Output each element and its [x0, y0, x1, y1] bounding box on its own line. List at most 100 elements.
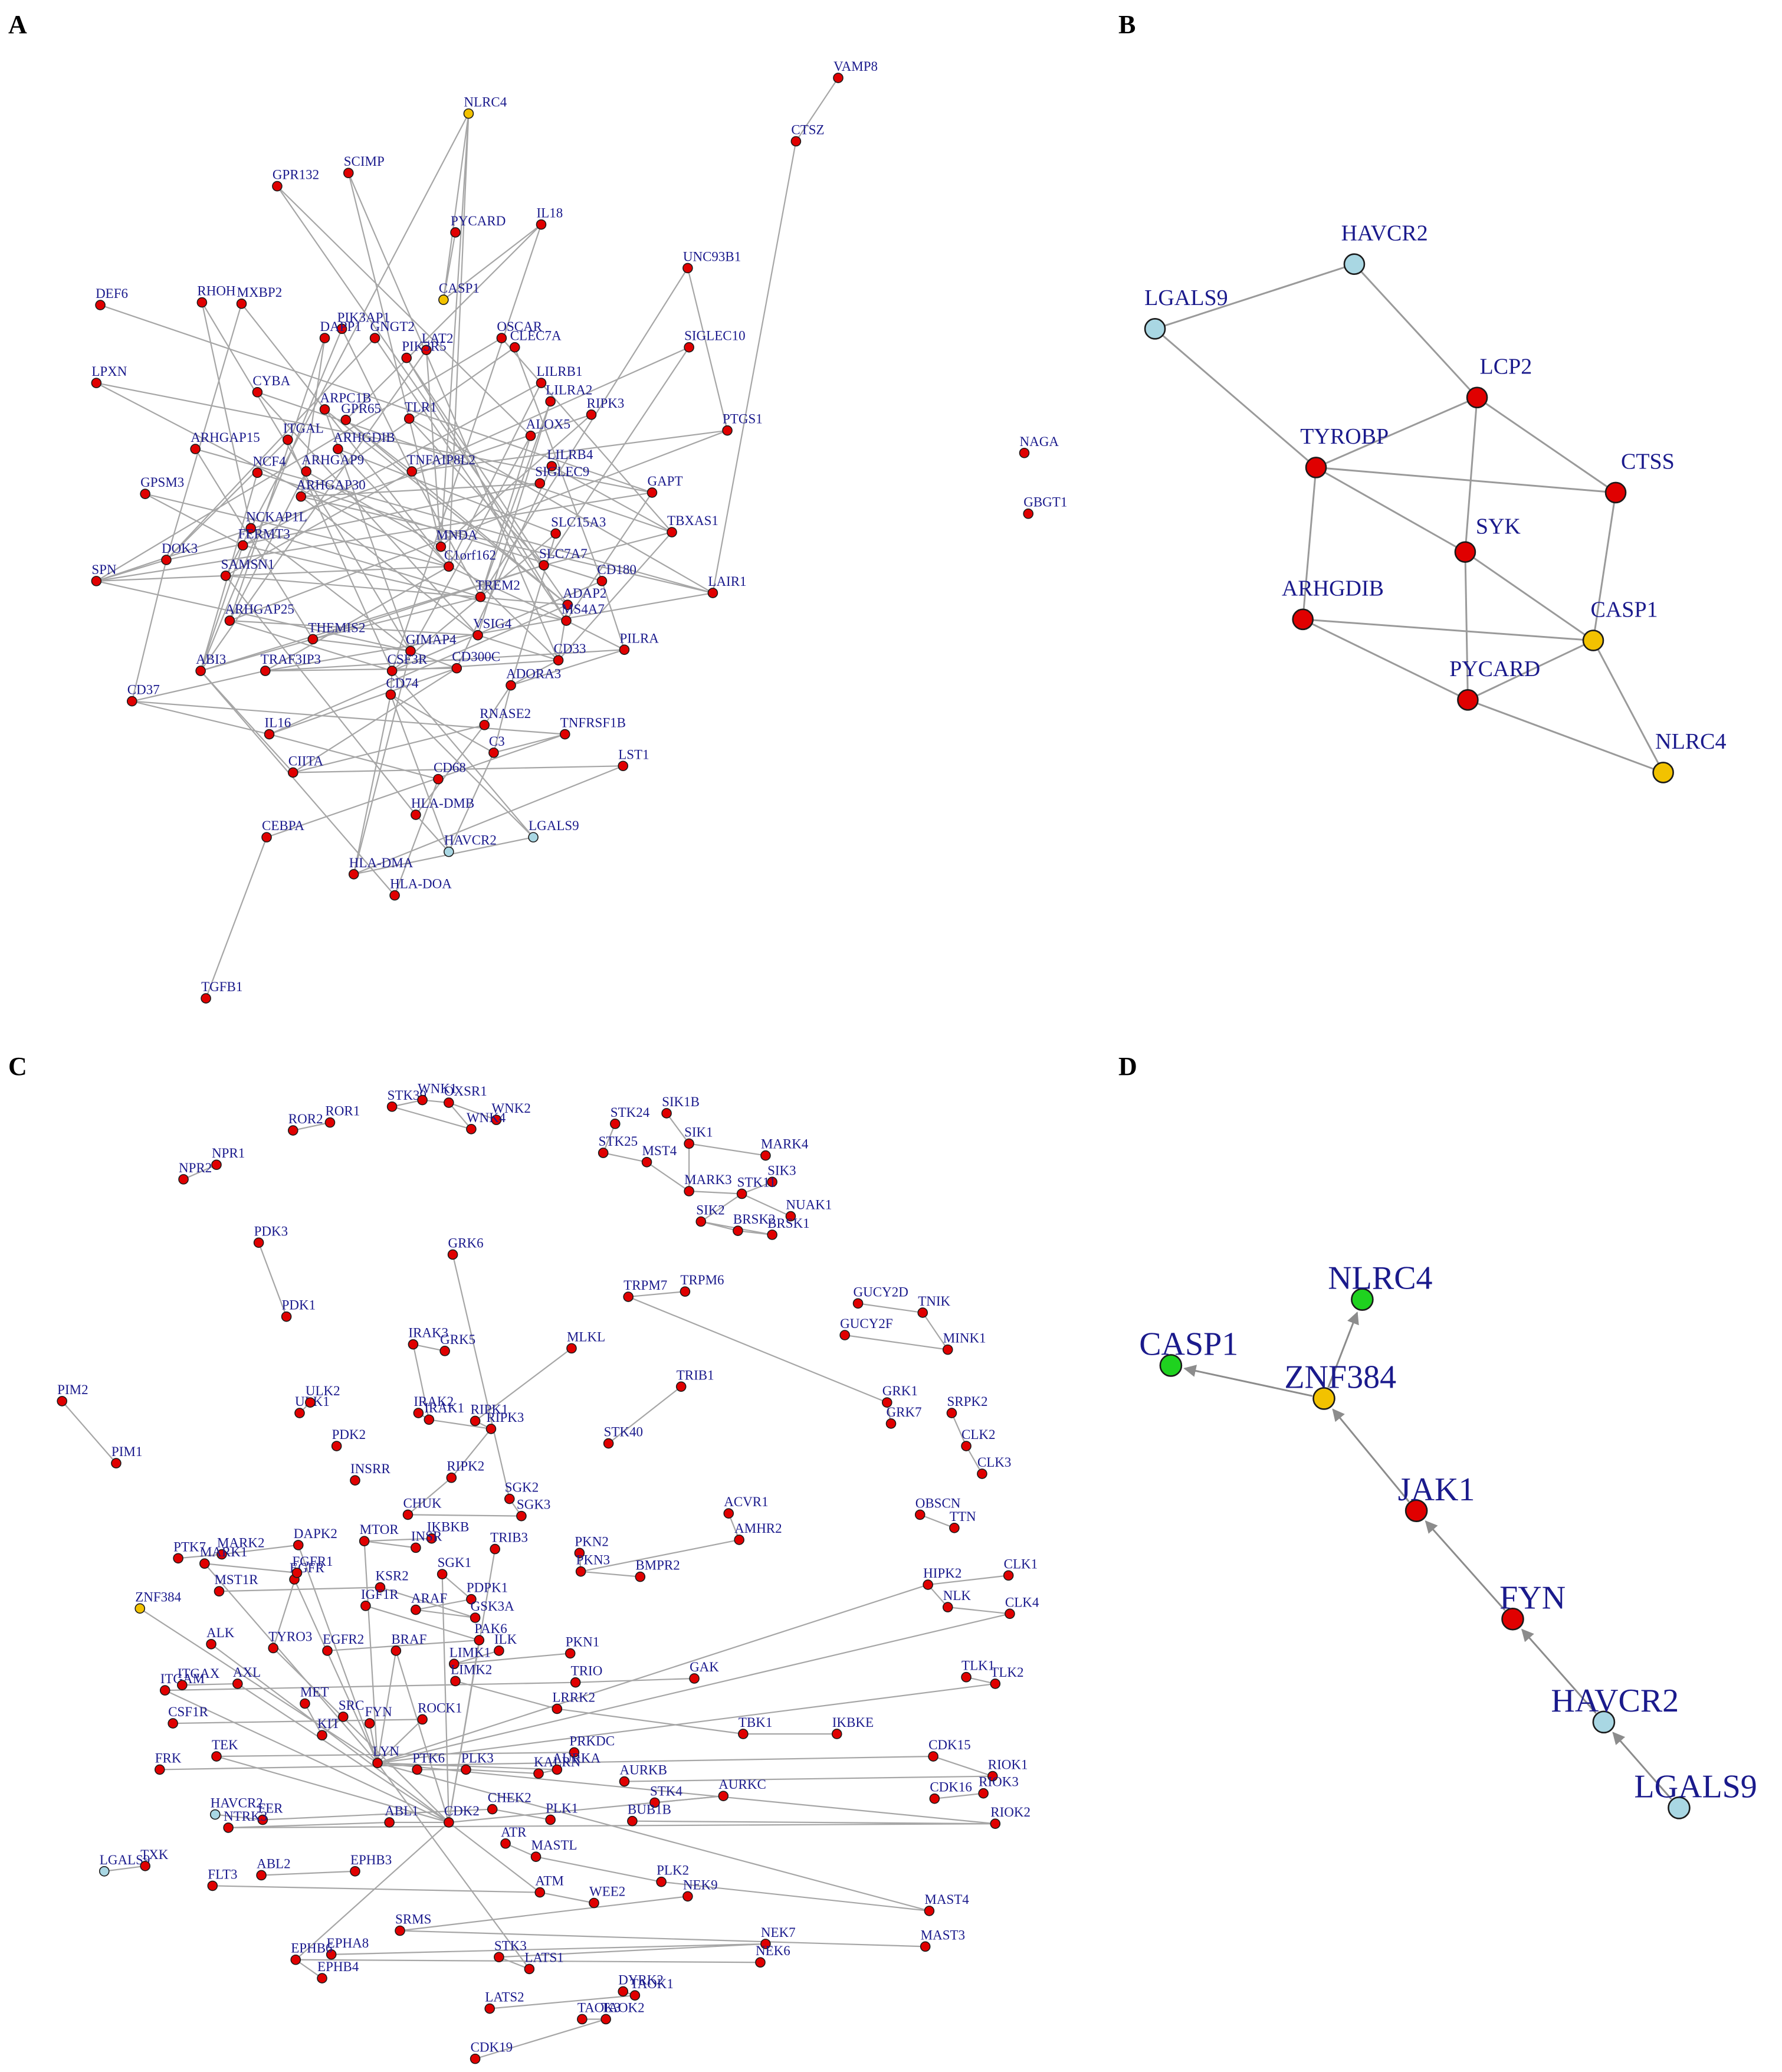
- node-havcr2[interactable]: HAVCR2: [209, 1796, 263, 1820]
- node-arhgap25[interactable]: ARHGAP25: [224, 602, 294, 626]
- node-ctsz[interactable]: CTSZ: [790, 123, 825, 147]
- node-pdk2[interactable]: PDK2: [331, 1427, 366, 1451]
- node-kit[interactable]: KIT: [317, 1716, 340, 1741]
- node-lats2[interactable]: LATS2: [484, 1990, 524, 2014]
- node-tyrobp[interactable]: TYROBP: [1300, 424, 1389, 478]
- node-bub1b[interactable]: BUB1B: [627, 1802, 671, 1827]
- node-ms4a7[interactable]: MS4A7: [561, 602, 605, 626]
- node-cdk19[interactable]: CDK19: [470, 2040, 513, 2064]
- node-gsk3a[interactable]: GSK3A: [470, 1599, 515, 1623]
- node-lgals9[interactable]: LGALS9: [1144, 286, 1228, 340]
- node-riok2[interactable]: RIOK2: [990, 1805, 1031, 1829]
- node-naga[interactable]: NAGA: [1019, 434, 1059, 458]
- node-havcr2[interactable]: HAVCR2: [444, 833, 497, 857]
- node-gapt[interactable]: GAPT: [646, 474, 683, 498]
- node-tlk2[interactable]: TLK2: [990, 1665, 1024, 1689]
- node-cd33[interactable]: CD33: [553, 641, 586, 665]
- node-znf384[interactable]: ZNF384: [134, 1589, 182, 1614]
- node-trem2[interactable]: TREM2: [475, 578, 520, 602]
- node-lrrk2[interactable]: LRRK2: [552, 1690, 595, 1714]
- node-casp1[interactable]: CASP1: [1582, 597, 1658, 651]
- node-themis2[interactable]: THEMIS2: [307, 620, 365, 645]
- node-grk5[interactable]: GRK5: [439, 1332, 475, 1356]
- node-igf1r[interactable]: IGF1R: [360, 1587, 399, 1611]
- node-lpxn[interactable]: LPXN: [91, 364, 127, 388]
- node-rock1[interactable]: ROCK1: [417, 1700, 462, 1725]
- node-grk7[interactable]: GRK7: [885, 1405, 922, 1429]
- node-mast4[interactable]: MAST4: [924, 1892, 969, 1916]
- node-hla-doa[interactable]: HLA-DOA: [389, 877, 452, 901]
- node-pim2[interactable]: PIM2: [57, 1382, 88, 1407]
- node-riok1[interactable]: RIOK1: [987, 1758, 1028, 1782]
- node-aurkc[interactable]: AURKC: [718, 1777, 766, 1801]
- node-znf384[interactable]: ZNF384: [1284, 1359, 1396, 1410]
- node-lilra2[interactable]: LILRA2: [545, 382, 592, 407]
- node-ror1[interactable]: ROR1: [324, 1104, 360, 1128]
- node-itgal[interactable]: ITGAL: [283, 421, 324, 445]
- node-mark2[interactable]: MARK2: [216, 1536, 265, 1560]
- node-il18[interactable]: IL18: [536, 206, 563, 230]
- node-cd74[interactable]: CD74: [385, 676, 419, 700]
- node-ikbkb[interactable]: IKBKB: [426, 1520, 470, 1544]
- node-nlrc4[interactable]: NLRC4: [1652, 729, 1727, 783]
- node-prkdc[interactable]: PRKDC: [569, 1733, 615, 1758]
- node-ttn[interactable]: TTN: [949, 1509, 976, 1533]
- node-trib3[interactable]: TRIB3: [490, 1530, 528, 1555]
- node-hla-dmb[interactable]: HLA-DMB: [411, 796, 474, 820]
- node-atr[interactable]: ATR: [500, 1825, 527, 1849]
- node-ephb3[interactable]: EPHB3: [350, 1853, 392, 1877]
- node-ripk2[interactable]: RIPK2: [446, 1459, 484, 1483]
- node-stk40[interactable]: STK40: [603, 1425, 643, 1449]
- node-fgfr1[interactable]: FGFR1: [291, 1554, 333, 1578]
- node-brsk1[interactable]: BRSK1: [767, 1216, 810, 1240]
- node-mastl[interactable]: MASTL: [530, 1838, 577, 1862]
- node-braf[interactable]: BRAF: [390, 1632, 426, 1656]
- node-alk[interactable]: ALK: [206, 1625, 235, 1650]
- node-gpr65[interactable]: GPR65: [340, 401, 381, 425]
- node-ulk2[interactable]: ULK2: [305, 1383, 340, 1408]
- node-plk3[interactable]: PLK3: [461, 1750, 494, 1775]
- node-traf3ip3[interactable]: TRAF3IP3: [260, 652, 321, 676]
- node-tnfrsf1b[interactable]: TNFRSF1B: [559, 716, 626, 740]
- node-dok3[interactable]: DOK3: [161, 541, 198, 565]
- node-abl2[interactable]: ABL2: [256, 1856, 291, 1881]
- node-met[interactable]: MET: [300, 1684, 329, 1709]
- node-mtor[interactable]: MTOR: [359, 1522, 399, 1546]
- node-havcr2[interactable]: HAVCR2: [1551, 1683, 1679, 1734]
- node-chuk[interactable]: CHUK: [402, 1496, 442, 1520]
- node-ctss[interactable]: CTSS: [1604, 450, 1675, 504]
- node-stk25[interactable]: STK25: [598, 1134, 638, 1158]
- node-clk4[interactable]: CLK4: [1005, 1595, 1039, 1619]
- node-nek9[interactable]: NEK9: [682, 1877, 718, 1902]
- node-gpsm3[interactable]: GPSM3: [140, 475, 184, 499]
- node-tbxas1[interactable]: TBXAS1: [667, 513, 718, 537]
- node-mst1r[interactable]: MST1R: [214, 1572, 258, 1597]
- node-pim1[interactable]: PIM1: [111, 1444, 142, 1468]
- node-wee2[interactable]: WEE2: [589, 1884, 625, 1909]
- node-mink1[interactable]: MINK1: [942, 1331, 986, 1355]
- node-arhgdib[interactable]: ARHGDIB: [1282, 576, 1384, 631]
- node-havcr2[interactable]: HAVCR2: [1341, 221, 1428, 275]
- node-csf3r[interactable]: CSF3R: [386, 652, 428, 676]
- node-nlrc4[interactable]: NLRC4: [463, 94, 507, 119]
- node-atm[interactable]: ATM: [534, 1874, 564, 1898]
- node-irak3[interactable]: IRAK3: [408, 1326, 448, 1350]
- node-pdk1[interactable]: PDK1: [281, 1298, 316, 1322]
- node-mlkl[interactable]: MLKL: [566, 1329, 605, 1354]
- node-srpk2[interactable]: SRPK2: [946, 1394, 987, 1418]
- node-pak6[interactable]: PAK6: [474, 1621, 507, 1645]
- node-cd37[interactable]: CD37: [126, 683, 160, 707]
- node-pik3r5[interactable]: PIK3R5: [401, 339, 447, 363]
- node-spn[interactable]: SPN: [91, 562, 117, 586]
- node-araf[interactable]: ARAF: [411, 1591, 447, 1615]
- node-hla-dma[interactable]: HLA-DMA: [348, 855, 413, 880]
- node-lat2[interactable]: LAT2: [421, 331, 454, 355]
- node-obscn[interactable]: OBSCN: [914, 1496, 961, 1520]
- node-mark3[interactable]: MARK3: [684, 1172, 732, 1196]
- node-mst4[interactable]: MST4: [641, 1143, 677, 1168]
- node-frk[interactable]: FRK: [154, 1750, 182, 1775]
- node-ptk7[interactable]: PTK7: [173, 1539, 206, 1564]
- node-mxbp2[interactable]: MXBP2: [236, 285, 283, 309]
- node-lgals9[interactable]: LGALS9: [1634, 1768, 1757, 1819]
- node-tgfb1[interactable]: TGFB1: [201, 979, 242, 1004]
